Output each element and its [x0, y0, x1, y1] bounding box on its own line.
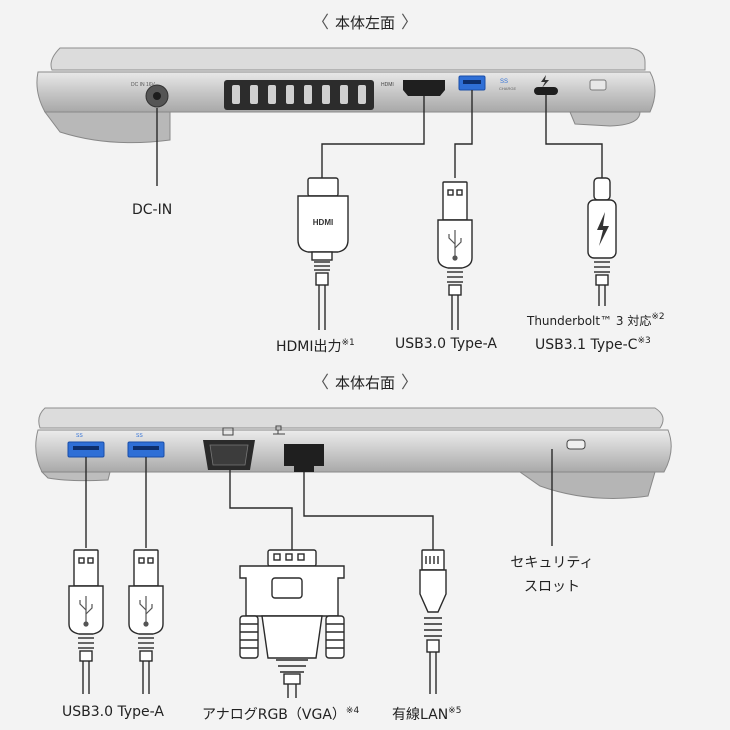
usb-symbol-icon	[448, 230, 462, 261]
laptop-left-side	[36, 47, 656, 144]
laptop-right-side	[35, 407, 672, 499]
thunderbolt-bolt-icon	[597, 212, 609, 246]
right-side-title: 〈本体右面〉	[0, 368, 730, 393]
left-side-panel: 〈本体左面〉 DC IN 16V	[0, 0, 730, 368]
label-lan-note: ※5	[448, 706, 462, 716]
label-vga-text: アナログRGB（VGA）	[202, 707, 346, 723]
air-vent	[224, 80, 374, 110]
security-slot	[566, 439, 586, 450]
left-side-title: 〈本体左面〉	[0, 8, 730, 33]
label-dc-in: DC-IN	[132, 202, 173, 218]
right-side-title-text: 本体右面	[334, 374, 395, 392]
lan-plug	[419, 549, 447, 694]
network-icon	[273, 425, 285, 435]
hdmi-plug-text: HDMI	[313, 218, 333, 227]
label-security-slot: セキュリティ スロット	[510, 552, 593, 596]
chevron-right-icon: 〉	[401, 13, 418, 33]
label-vga: アナログRGB（VGA）※4	[202, 704, 359, 724]
usb-port-ss-text-1: SS	[76, 433, 83, 439]
label-hdmi-text: HDMI出力	[276, 339, 342, 355]
hdmi-port-text: HDMI	[381, 82, 394, 88]
usb-port-charge-text: CHARGE	[499, 86, 516, 91]
monitor-icon	[222, 427, 234, 436]
connector-lines-right	[85, 449, 553, 550]
label-thunderbolt-text: Thunderbolt™ 3 対応	[527, 314, 652, 328]
right-side-panel: 〈本体右面〉 SS SS	[0, 368, 730, 730]
right-small-indicator	[589, 79, 607, 91]
left-side-title-text: 本体左面	[334, 14, 395, 32]
hdmi-port	[403, 80, 445, 96]
label-usb-c-text: USB3.1 Type-C	[535, 337, 638, 353]
label-usb-c: USB3.1 Type-C※3	[535, 336, 651, 353]
left-side-illustration: DC IN 16V HDMI SS CHARGE	[36, 47, 656, 330]
usb-c-port	[534, 87, 558, 95]
usb-port-ss-text: SS	[500, 79, 508, 85]
hdmi-plug	[297, 177, 349, 330]
chevron-left-icon: 〈	[311, 13, 329, 33]
label-security-line1: セキュリティ	[510, 555, 594, 571]
label-vga-note: ※4	[345, 706, 360, 716]
label-usb-a-right: USB3.0 Type-A	[62, 704, 164, 720]
label-security-line2: スロット	[523, 579, 580, 595]
label-thunderbolt-note: ※2	[651, 312, 665, 322]
label-thunderbolt: Thunderbolt™ 3 対応※2	[527, 312, 665, 329]
label-usb-a-left: USB3.0 Type-A	[395, 336, 497, 352]
label-hdmi: HDMI出力※1	[276, 336, 355, 356]
chevron-right-icon: 〉	[401, 373, 418, 393]
connector-lines-left	[156, 90, 603, 186]
chevron-left-icon: 〈	[311, 373, 329, 393]
right-side-illustration: SS SS	[35, 407, 672, 698]
thunderbolt-port-icon	[541, 75, 549, 88]
label-hdmi-note: ※1	[341, 338, 355, 348]
dc-in-port-text: DC IN 16V	[131, 82, 156, 88]
label-lan-text: 有線LAN	[392, 707, 449, 723]
label-usb-c-note: ※3	[637, 336, 651, 346]
usb-symbol-icon	[79, 596, 93, 627]
label-lan: 有線LAN※5	[392, 704, 461, 724]
lan-port	[284, 444, 324, 472]
usb-port-ss-text-2: SS	[136, 433, 143, 439]
usb-c-plug	[587, 177, 617, 306]
vga-plug	[239, 549, 345, 698]
usb-symbol-icon	[139, 596, 153, 627]
